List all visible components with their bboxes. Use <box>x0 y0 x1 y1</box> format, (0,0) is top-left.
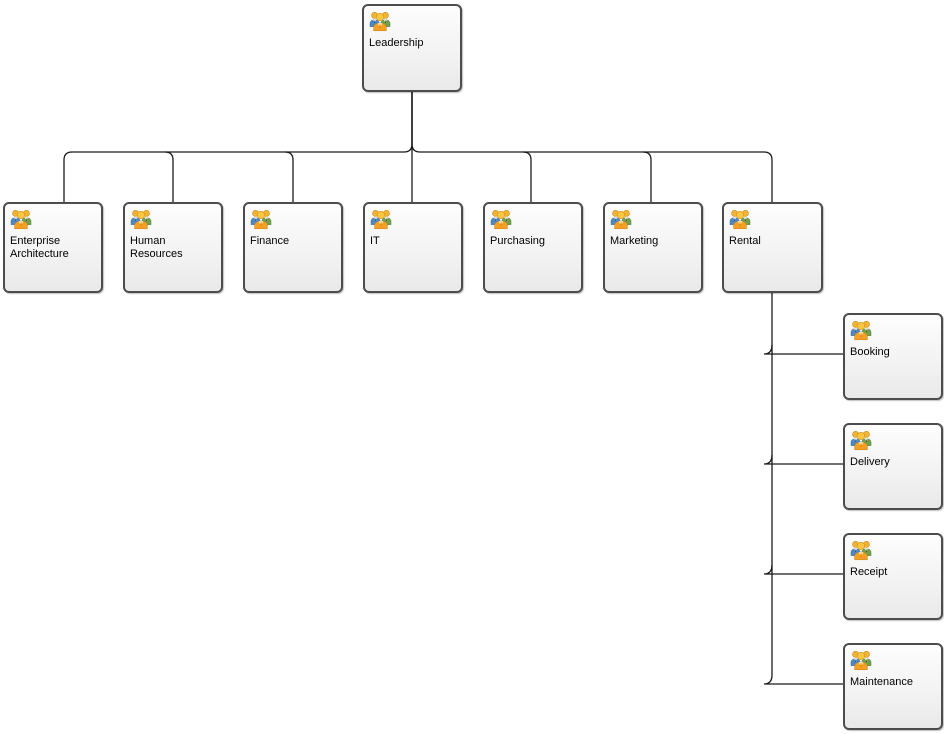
node-label: IT <box>370 235 380 247</box>
node-label: Receipt <box>850 566 888 578</box>
group-people-icon <box>9 207 33 231</box>
group-people-icon <box>609 207 633 231</box>
connector-drop-purchasing <box>522 151 532 202</box>
group-people-icon <box>489 207 513 231</box>
group-people-icon <box>368 9 392 33</box>
node-label: Rental <box>729 235 761 247</box>
org-node-booking[interactable]: Booking <box>843 313 943 400</box>
node-label: Enterprise Architecture <box>10 235 69 260</box>
org-node-finance[interactable]: Finance <box>243 202 343 293</box>
connector-branch-delivery <box>763 454 843 465</box>
node-label: Human Resources <box>130 235 183 260</box>
group-people-icon <box>849 538 873 562</box>
connector-drop-finance <box>284 151 294 202</box>
node-label: Leadership <box>369 37 424 49</box>
org-node-human-resources[interactable]: Human Resources <box>123 202 223 293</box>
org-node-it[interactable]: IT <box>363 202 463 293</box>
connector-drop-marketing <box>642 151 652 202</box>
org-node-marketing[interactable]: Marketing <box>603 202 703 293</box>
org-node-rental[interactable]: Rental <box>722 202 823 293</box>
connector-drop-human-resources <box>164 151 174 202</box>
org-node-purchasing[interactable]: Purchasing <box>483 202 583 293</box>
group-people-icon <box>849 318 873 342</box>
group-people-icon <box>249 207 273 231</box>
org-node-maintenance[interactable]: Maintenance <box>843 643 943 730</box>
connector-branch-booking <box>763 344 843 355</box>
org-node-receipt[interactable]: Receipt <box>843 533 943 620</box>
node-label: Purchasing <box>490 235 546 247</box>
connector-branch-receipt <box>763 564 843 575</box>
group-people-icon <box>369 207 393 231</box>
node-label: Booking <box>850 346 890 358</box>
org-node-delivery[interactable]: Delivery <box>843 423 943 510</box>
group-people-icon <box>849 428 873 452</box>
org-node-enterprise-architecture[interactable]: Enterprise Architecture <box>3 202 103 293</box>
org-node-leadership[interactable]: Leadership <box>362 4 462 92</box>
node-label: Delivery <box>850 456 890 468</box>
connector-leadership-right-bus <box>411 92 773 202</box>
group-people-icon <box>849 648 873 672</box>
node-label: Finance <box>250 235 290 247</box>
connector-leadership-left-bus <box>63 92 413 202</box>
node-label: Maintenance <box>850 676 913 688</box>
group-people-icon <box>129 207 153 231</box>
node-label: Marketing <box>610 235 659 247</box>
connector-branch-maintenance <box>763 674 843 685</box>
group-people-icon <box>728 207 752 231</box>
